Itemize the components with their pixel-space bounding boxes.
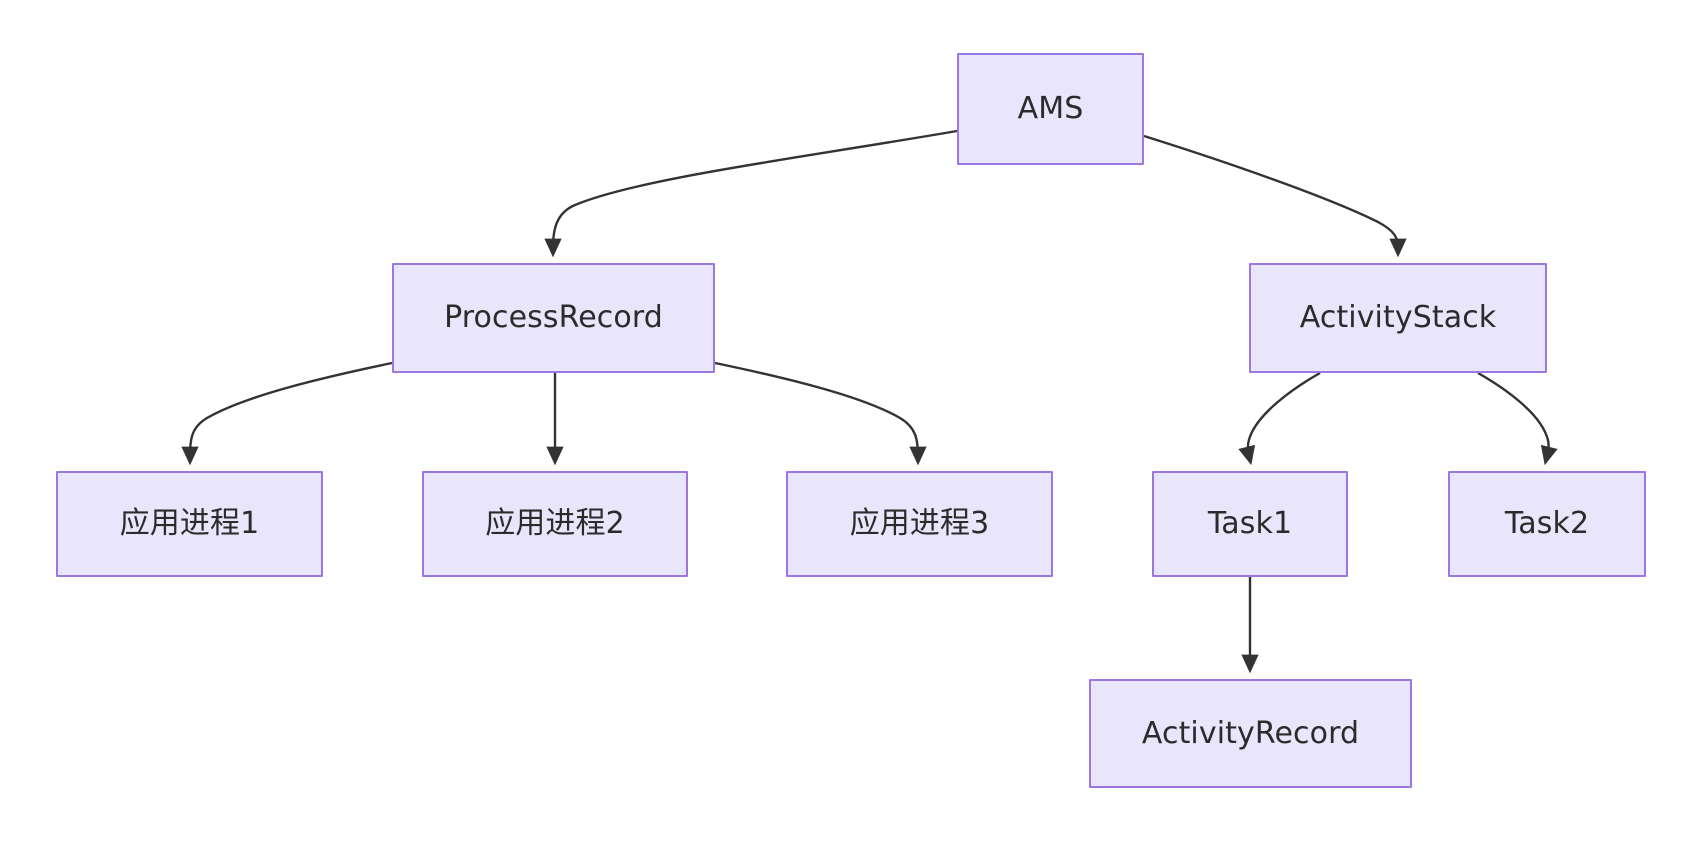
node-label-app-process-2: 应用进程2 — [485, 506, 625, 541]
edge-process-record-to-app-process-3 — [714, 361, 927, 466]
edge-ams-to-process-record — [544, 129, 958, 258]
node-app-process-3[interactable]: 应用进程3 — [786, 471, 1053, 577]
node-label-app-process-1: 应用进程1 — [119, 506, 260, 541]
node-label-app-process-3: 应用进程3 — [849, 506, 990, 541]
node-label-process-record: ProcessRecord — [444, 300, 663, 335]
edge-group — [181, 129, 1558, 674]
node-activity-stack[interactable]: ActivityStack — [1249, 263, 1547, 373]
node-label-task-1: Task1 — [1207, 506, 1293, 541]
edge-activity-stack-to-task-2 — [1477, 371, 1558, 466]
node-task-2[interactable]: Task2 — [1448, 471, 1646, 577]
edge-ams-to-activity-stack — [1143, 134, 1407, 258]
node-activity-record[interactable]: ActivityRecord — [1089, 679, 1412, 788]
node-task-1[interactable]: Task1 — [1152, 471, 1348, 577]
node-label-ams: AMS — [1017, 91, 1084, 126]
node-ams[interactable]: AMS — [957, 53, 1144, 165]
edge-activity-stack-to-task-1 — [1238, 371, 1321, 466]
node-app-process-1[interactable]: 应用进程1 — [56, 471, 323, 577]
node-app-process-2[interactable]: 应用进程2 — [422, 471, 688, 577]
node-label-activity-stack: ActivityStack — [1299, 300, 1497, 335]
edge-process-record-to-app-process-1 — [181, 361, 393, 466]
node-label-task-2: Task2 — [1504, 506, 1590, 541]
node-process-record[interactable]: ProcessRecord — [392, 263, 715, 373]
node-label-activity-record: ActivityRecord — [1141, 715, 1360, 751]
